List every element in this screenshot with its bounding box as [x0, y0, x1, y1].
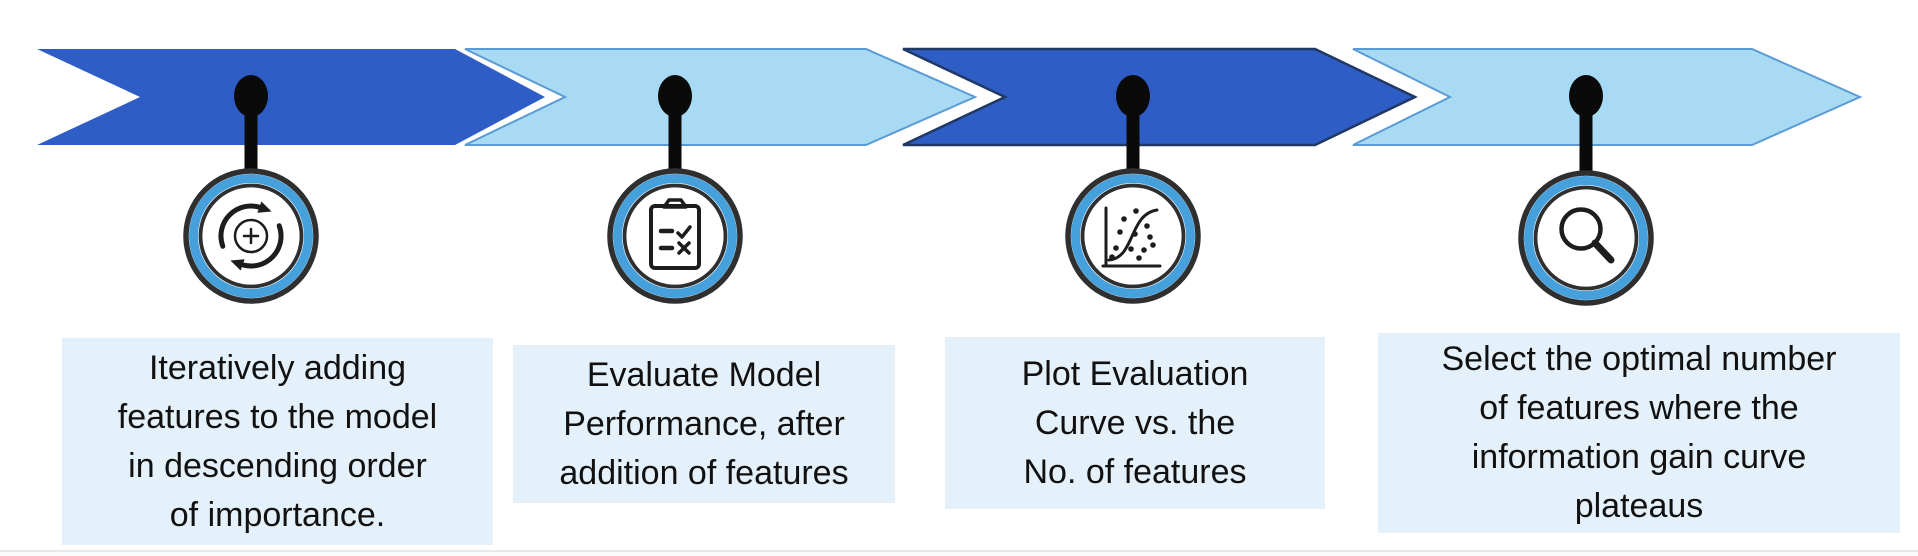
chevron-step-1 [37, 49, 545, 145]
text-line: of features where the [1479, 389, 1799, 427]
text-line: Plot Evaluation [1021, 354, 1249, 393]
text-line: information gain curve [1471, 438, 1807, 476]
pin-step-3 [1116, 75, 1150, 174]
icon-badge-step-2 [607, 168, 743, 304]
step-4-description: Select the optimal number of features wh… [1378, 333, 1900, 533]
pin-step-1 [234, 75, 268, 174]
text-line: features to the model [117, 397, 438, 436]
chevron-step-3 [902, 47, 1418, 147]
icon-badge-step-1 [183, 168, 319, 304]
step-3-description: Plot Evaluation Curve vs. the No. of fea… [945, 337, 1325, 509]
step-1-description: Iteratively adding features to the model… [62, 338, 493, 545]
clipboard-checklist-icon [649, 198, 701, 270]
pin-step-4 [1569, 75, 1603, 174]
text-line: No. of features [1023, 452, 1247, 491]
text-line: addition of features [559, 453, 849, 492]
chevron-step-2 [464, 48, 978, 146]
bottom-divider [0, 550, 1918, 556]
pin-step-2 [658, 75, 692, 174]
text-line: Iteratively adding [148, 348, 407, 387]
magnifier-icon [1559, 207, 1615, 264]
text-line: in descending order [128, 446, 427, 485]
iterate-cycle-icon [218, 201, 284, 271]
step-2-description: Evaluate Model Performance, after additi… [513, 345, 895, 503]
text-line: Curve vs. the [1034, 403, 1236, 442]
text-line: plateaus [1574, 487, 1704, 525]
icon-badge-step-3 [1065, 168, 1201, 304]
text-line: Performance, after [563, 404, 845, 443]
text-line: of importance. [169, 495, 386, 534]
evaluation-curve-chart-icon [1101, 206, 1162, 268]
icon-badge-step-4 [1518, 170, 1654, 306]
text-line: Select the optimal number [1441, 340, 1837, 378]
text-line: Evaluate Model [586, 355, 822, 394]
chevron-step-4 [1352, 48, 1863, 146]
